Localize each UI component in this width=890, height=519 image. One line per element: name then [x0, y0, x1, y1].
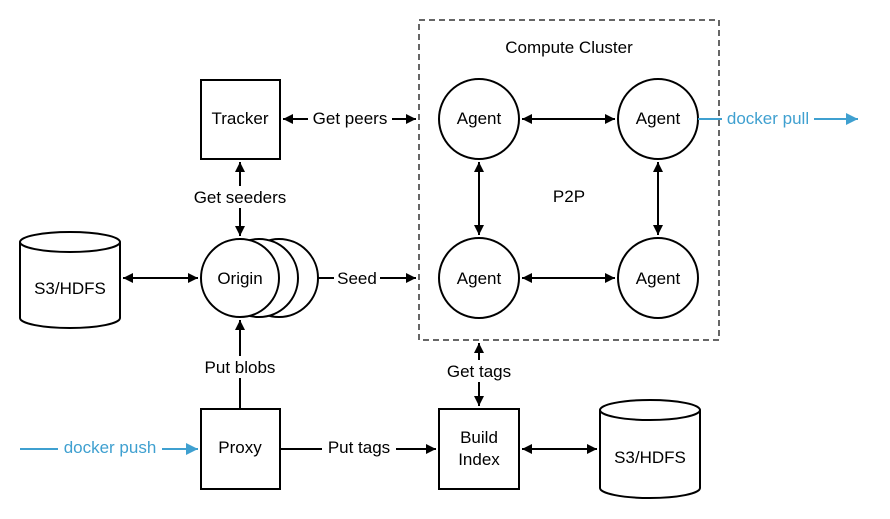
docker-push-label-bg — [58, 437, 162, 459]
tracker-box[interactable] — [200, 79, 281, 160]
seed-label-bg — [334, 266, 380, 288]
storage-left-cylinder[interactable]: S3/HDFS — [19, 231, 121, 329]
build-index-label-line1: Build — [460, 428, 498, 447]
agent-top-right-label: Agent — [636, 109, 681, 128]
origin-circle-front — [200, 238, 280, 318]
get-tags-label-bg — [442, 360, 516, 382]
proxy-box[interactable] — [200, 408, 281, 490]
proxy-label: Proxy — [218, 438, 262, 457]
put-blobs-label-bg — [198, 356, 282, 378]
build-index-label-line2: Index — [458, 450, 500, 469]
seed-label: Seed — [337, 269, 377, 288]
storage-right-top — [599, 399, 701, 421]
docker-pull-label: docker pull — [727, 109, 809, 128]
get-seeders-label-bg — [190, 186, 290, 208]
storage-right-label: S3/HDFS — [614, 448, 686, 467]
storage-left-body — [19, 242, 121, 329]
build-index-box[interactable] — [438, 408, 520, 490]
get-peers-label: Get peers — [313, 109, 388, 128]
agent-bottom-right-circle — [617, 237, 699, 319]
agent-bottom-right[interactable]: Agent — [617, 237, 699, 319]
get-peers-label-bg — [308, 107, 392, 129]
put-blobs-label: Put blobs — [205, 358, 276, 377]
storage-left-top — [19, 231, 121, 253]
agent-top-left-circle — [438, 78, 520, 160]
agent-bottom-left-label: Agent — [457, 269, 502, 288]
storage-right-body — [599, 410, 701, 499]
get-tags-label: Get tags — [447, 362, 511, 381]
compute-cluster-title: Compute Cluster — [505, 38, 633, 57]
storage-left-label: S3/HDFS — [34, 279, 106, 298]
p2p-label: P2P — [553, 187, 585, 206]
compute-cluster-boundary — [418, 19, 720, 341]
agent-top-left[interactable]: Agent — [438, 78, 520, 160]
origin-label: Origin — [217, 269, 262, 288]
agent-top-right[interactable]: Agent — [617, 78, 699, 160]
agent-top-left-label: Agent — [457, 109, 502, 128]
agent-bottom-left-circle — [438, 237, 520, 319]
get-seeders-label: Get seeders — [194, 188, 287, 207]
origin-node[interactable]: Origin — [200, 238, 319, 318]
storage-right-cylinder[interactable]: S3/HDFS — [599, 399, 701, 499]
put-tags-label: Put tags — [328, 438, 390, 457]
docker-pull-label-bg — [722, 107, 814, 129]
docker-push-label: docker push — [64, 438, 157, 457]
agent-bottom-left[interactable]: Agent — [438, 237, 520, 319]
tracker-label: Tracker — [212, 109, 269, 128]
put-tags-label-bg — [322, 437, 396, 459]
agent-bottom-right-label: Agent — [636, 269, 681, 288]
